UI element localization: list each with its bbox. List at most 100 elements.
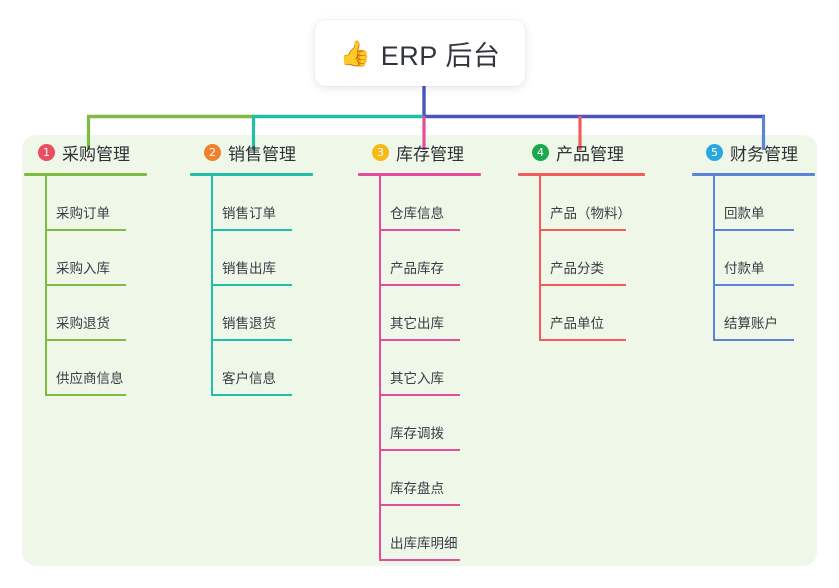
leaf-node[interactable]: 其它入库 — [358, 341, 484, 396]
leaf-node-label: 采购入库 — [56, 261, 110, 276]
branch-items-3: 仓库信息产品库存其它出库其它入库库存调拨库存盘点出库库明细 — [358, 176, 484, 561]
branch-header-rule-5 — [692, 173, 815, 176]
leaf-node-label: 销售退货 — [222, 316, 276, 331]
branch-column-3: 3 库存管理仓库信息产品库存其它出库其它入库库存调拨库存盘点出库库明细 — [358, 135, 484, 561]
leaf-node-rule — [713, 284, 794, 286]
branch-header-rule-1 — [24, 173, 147, 176]
branch-badge-3: 3 — [372, 143, 389, 161]
leaf-node-rule — [211, 339, 292, 341]
leaf-node-label: 库存盘点 — [390, 481, 444, 496]
branch-column-5: 5 财务管理回款单付款单结算账户 — [692, 135, 818, 341]
branch-badge-5: 5 — [706, 143, 723, 161]
branch-header-2[interactable]: 2 销售管理 — [190, 135, 316, 169]
leaf-node-rule — [539, 229, 626, 231]
thumbs-up-icon: 👍 — [339, 39, 371, 68]
leaf-node-rule — [379, 449, 460, 451]
leaf-node[interactable]: 产品分类 — [518, 231, 648, 286]
branch-title-1: 采购管理 — [62, 144, 130, 164]
leaf-node-label: 客户信息 — [222, 371, 276, 386]
leaf-node-rule — [45, 339, 126, 341]
branch-items-2: 销售订单销售出库销售退货客户信息 — [190, 176, 316, 396]
leaf-node-rule — [379, 229, 460, 231]
branch-header-rule-4 — [518, 173, 645, 176]
leaf-node[interactable]: 采购退货 — [24, 286, 150, 341]
branch-header-5[interactable]: 5 财务管理 — [692, 135, 818, 169]
branch-spine-1 — [45, 176, 47, 396]
leaf-node-label: 产品分类 — [550, 261, 604, 276]
leaf-node-label: 仓库信息 — [390, 206, 444, 221]
branch-title-5: 财务管理 — [730, 144, 798, 164]
branch-items-4: 产品（物料） 产品分类产品单位 — [518, 176, 648, 341]
leaf-node-rule — [713, 229, 794, 231]
leaf-node[interactable]: 结算账户 — [692, 286, 818, 341]
leaf-node-label: 销售订单 — [222, 206, 276, 221]
leaf-node[interactable]: 产品（物料） — [518, 176, 648, 231]
leaf-node-label: 付款单 — [724, 261, 765, 276]
leaf-node-label: 销售出库 — [222, 261, 276, 276]
branch-spine-4 — [539, 176, 541, 341]
branch-header-3[interactable]: 3 库存管理 — [358, 135, 484, 169]
branch-title-4: 产品管理 — [556, 144, 624, 164]
leaf-node-rule — [539, 284, 626, 286]
branch-header-rule-3 — [358, 173, 481, 176]
leaf-node[interactable]: 销售退货 — [190, 286, 316, 341]
root-node-content: 👍 ERP 后台 — [340, 34, 501, 73]
leaf-node-rule — [45, 229, 126, 231]
leaf-node[interactable]: 回款单 — [692, 176, 818, 231]
branch-header-1[interactable]: 1 采购管理 — [24, 135, 150, 169]
branch-spine-3 — [379, 176, 381, 561]
leaf-node[interactable]: 产品库存 — [358, 231, 484, 286]
branch-title-2: 销售管理 — [228, 144, 296, 164]
branch-column-2: 2 销售管理销售订单销售出库销售退货客户信息 — [190, 135, 316, 396]
leaf-node-rule — [379, 339, 460, 341]
branch-title-3: 库存管理 — [396, 144, 464, 164]
leaf-node-rule — [211, 394, 292, 396]
root-node-title: ERP 后台 — [380, 40, 501, 71]
leaf-node-rule — [379, 394, 460, 396]
branch-header-4[interactable]: 4 产品管理 — [518, 135, 648, 169]
leaf-node[interactable]: 仓库信息 — [358, 176, 484, 231]
leaf-node-rule — [713, 339, 794, 341]
leaf-node[interactable]: 供应商信息 — [24, 341, 150, 396]
leaf-node[interactable]: 产品单位 — [518, 286, 648, 341]
leaf-node-rule — [539, 339, 626, 341]
leaf-node-label: 其它入库 — [390, 371, 444, 386]
branch-badge-4: 4 — [532, 143, 549, 161]
leaf-node-label: 产品库存 — [390, 261, 444, 276]
leaf-node-label: 产品（物料） — [550, 206, 631, 221]
branch-badge-1: 1 — [38, 143, 55, 161]
leaf-node-label: 采购退货 — [56, 316, 110, 331]
leaf-node-label: 采购订单 — [56, 206, 110, 221]
branch-items-5: 回款单付款单结算账户 — [692, 176, 818, 341]
branch-column-1: 1 采购管理采购订单采购入库采购退货供应商信息 — [24, 135, 150, 396]
leaf-node[interactable]: 付款单 — [692, 231, 818, 286]
leaf-node[interactable]: 销售出库 — [190, 231, 316, 286]
leaf-node-rule — [379, 559, 460, 561]
leaf-node-rule — [379, 284, 460, 286]
leaf-node[interactable]: 销售订单 — [190, 176, 316, 231]
leaf-node-rule — [45, 284, 126, 286]
leaf-node-label: 库存调拨 — [390, 426, 444, 441]
leaf-node[interactable]: 其它出库 — [358, 286, 484, 341]
branch-header-rule-2 — [190, 173, 313, 176]
leaf-node-rule — [211, 229, 292, 231]
leaf-node-rule — [211, 284, 292, 286]
branch-spine-2 — [211, 176, 213, 396]
leaf-node[interactable]: 采购订单 — [24, 176, 150, 231]
leaf-node-label: 结算账户 — [724, 316, 778, 331]
root-node-card[interactable]: 👍 ERP 后台 — [315, 20, 525, 86]
branch-spine-5 — [713, 176, 715, 341]
leaf-node[interactable]: 出库库明细 — [358, 506, 484, 561]
leaf-node[interactable]: 库存盘点 — [358, 451, 484, 506]
branch-badge-2: 2 — [204, 143, 221, 161]
leaf-node-label: 产品单位 — [550, 316, 604, 331]
leaf-node[interactable]: 客户信息 — [190, 341, 316, 396]
branch-items-1: 采购订单采购入库采购退货供应商信息 — [24, 176, 150, 396]
leaf-node[interactable]: 库存调拨 — [358, 396, 484, 451]
branch-column-4: 4 产品管理产品（物料） 产品分类产品单位 — [518, 135, 648, 341]
leaf-node-label: 供应商信息 — [56, 371, 124, 386]
leaf-node[interactable]: 采购入库 — [24, 231, 150, 286]
branches-panel — [22, 135, 817, 566]
leaf-node-rule — [379, 504, 460, 506]
